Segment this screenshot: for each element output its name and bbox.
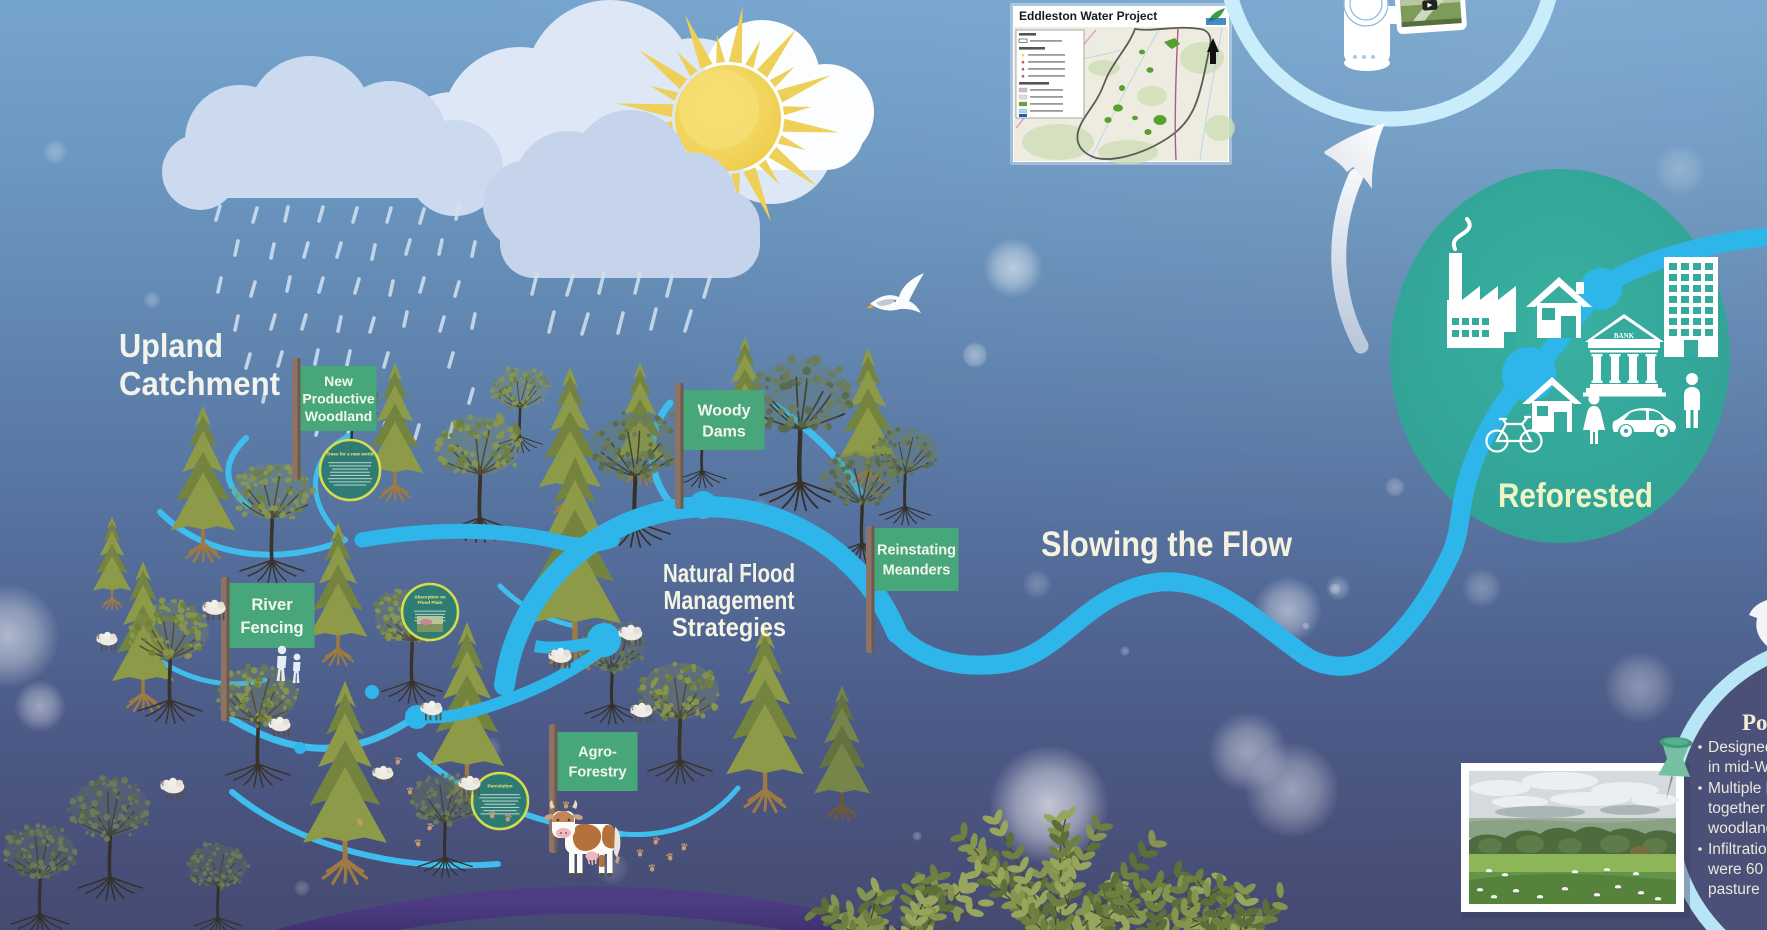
svg-text:Reforested: Reforested: [1498, 477, 1653, 515]
svg-text:Strategies: Strategies: [672, 612, 786, 642]
svg-text:Productive: Productive: [302, 391, 375, 407]
svg-text:Upland: Upland: [119, 327, 223, 364]
svg-text:Woodland: Woodland: [305, 408, 372, 424]
svg-text:Reinstating: Reinstating: [877, 543, 956, 559]
svg-text:Slowing the Flow: Slowing the Flow: [1041, 525, 1293, 564]
svg-text:Infiltration rates: Infiltration rates: [1708, 841, 1767, 858]
svg-text:River: River: [251, 596, 293, 614]
svg-text:woodland culture: woodland culture: [1707, 820, 1767, 837]
svg-text:Flood Plain: Flood Plain: [418, 600, 443, 605]
svg-text:Forestry: Forestry: [568, 765, 626, 781]
svg-text:BANK: BANK: [1614, 332, 1635, 340]
svg-text:Designed by farmers: Designed by farmers: [1708, 739, 1767, 756]
svg-text:Absorption on: Absorption on: [414, 595, 446, 600]
svg-text:in mid-Wales: in mid-Wales: [1708, 759, 1767, 776]
svg-text:Woody: Woody: [697, 402, 750, 419]
svg-text:Multiple benefits: Multiple benefits: [1708, 780, 1767, 797]
svg-text:together with: together with: [1708, 800, 1767, 817]
svg-text:Pontbren: Pontbren: [1742, 710, 1767, 735]
svg-text:Natural Flood: Natural Flood: [663, 558, 795, 588]
svg-text:were 60 times that of: were 60 times that of: [1707, 861, 1767, 878]
svg-text:Management: Management: [664, 585, 795, 615]
svg-text:Eddleston Water Project: Eddleston Water Project: [1019, 9, 1157, 23]
svg-text:Trees for a new world: Trees for a new world: [327, 452, 374, 457]
svg-text:Catchment: Catchment: [119, 365, 280, 402]
svg-text:Meanders: Meanders: [883, 563, 951, 579]
svg-text:pasture: pasture: [1708, 881, 1760, 898]
svg-text:Fencing: Fencing: [240, 619, 303, 637]
svg-text:Percolation: Percolation: [487, 784, 512, 789]
svg-text:New: New: [324, 373, 353, 389]
svg-text:Agro-: Agro-: [578, 745, 617, 761]
svg-text:Dams: Dams: [702, 423, 746, 440]
